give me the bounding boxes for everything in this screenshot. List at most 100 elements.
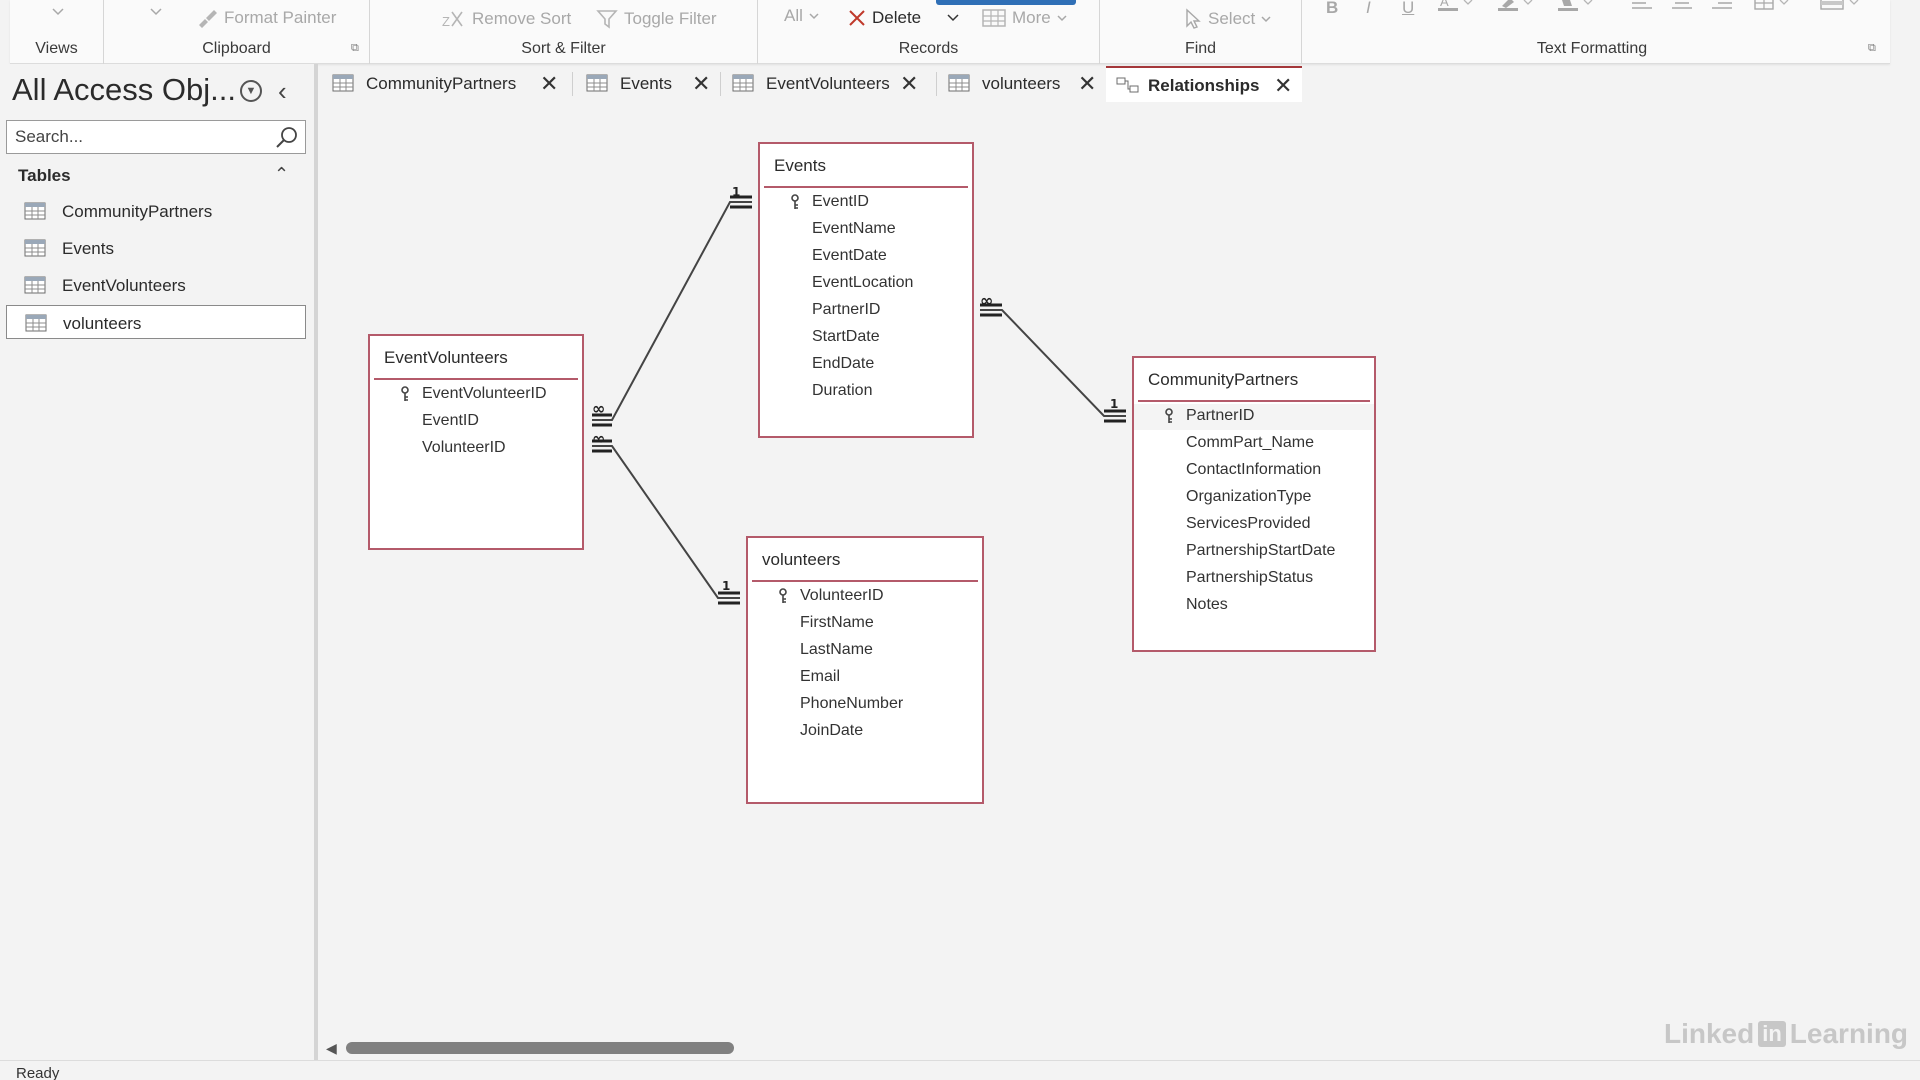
tab-volunteers[interactable]: volunteers ✕ bbox=[938, 66, 1106, 102]
tab-separator bbox=[720, 72, 721, 96]
primary-key-icon bbox=[791, 194, 799, 209]
many-label: ∞ bbox=[592, 399, 605, 418]
select-dropdown[interactable]: Select bbox=[1184, 8, 1271, 30]
scroll-left-arrow-icon[interactable]: ◀ bbox=[326, 1040, 337, 1056]
bold-button[interactable]: B bbox=[1326, 0, 1339, 17]
table-divider bbox=[1138, 400, 1370, 402]
field-name: ServicesProvided bbox=[1186, 515, 1311, 532]
field-row[interactable]: PartnerID bbox=[1134, 404, 1374, 430]
relationships-canvas[interactable]: ∞ 1 ∞ 1 ∞ 1 Events EventID EventName Eve… bbox=[322, 104, 1920, 1046]
relationship-eventvolunteers-events[interactable] bbox=[592, 195, 752, 427]
italic-button[interactable]: I bbox=[1366, 0, 1371, 17]
font-color-button[interactable]: A bbox=[1438, 0, 1478, 12]
toggle-filter-button[interactable]: Toggle Filter bbox=[596, 8, 717, 30]
tab-relationships[interactable]: Relationships ✕ bbox=[1106, 66, 1302, 102]
table-events[interactable]: Events EventID EventName EventDate Event… bbox=[758, 142, 974, 438]
field-row[interactable]: CommPart_Name bbox=[1134, 431, 1374, 457]
search-icon[interactable] bbox=[275, 125, 299, 149]
field-row[interactable]: ServicesProvided bbox=[1134, 512, 1374, 538]
format-painter-label: Format Painter bbox=[224, 8, 337, 27]
field-row[interactable]: EventID bbox=[760, 190, 972, 216]
nav-item-eventvolunteers[interactable]: EventVolunteers bbox=[6, 268, 306, 302]
field-row[interactable]: PartnershipStatus bbox=[1134, 566, 1374, 592]
field-row[interactable]: Email bbox=[748, 665, 982, 691]
field-name: VolunteerID bbox=[422, 439, 506, 456]
field-row[interactable]: Notes bbox=[1134, 593, 1374, 619]
field-name: PartnerID bbox=[812, 301, 881, 318]
field-row[interactable]: EventName bbox=[760, 217, 972, 243]
more-button[interactable]: More bbox=[982, 8, 1067, 28]
dialog-launcher-icon[interactable]: ⧉ bbox=[1868, 42, 1876, 54]
highlight-color-button[interactable] bbox=[1498, 0, 1538, 12]
field-row[interactable]: VolunteerID bbox=[748, 584, 982, 610]
gridlines-button[interactable] bbox=[1754, 0, 1794, 10]
field-name: EventDate bbox=[812, 247, 887, 264]
nav-pane-title[interactable]: All Access Obj... bbox=[12, 72, 236, 107]
nav-item-events[interactable]: Events bbox=[6, 231, 306, 265]
field-row[interactable]: PhoneNumber bbox=[748, 692, 982, 718]
align-right-button[interactable] bbox=[1712, 0, 1734, 10]
records-group-label: Records bbox=[898, 40, 959, 57]
views-dropdown[interactable] bbox=[52, 8, 64, 16]
table-eventvolunteers[interactable]: EventVolunteers EventVolunteerID EventID… bbox=[368, 334, 584, 550]
more-label: More bbox=[1012, 8, 1051, 27]
alternate-row-color-button[interactable] bbox=[1820, 0, 1864, 10]
field-row[interactable]: ContactInformation bbox=[1134, 458, 1374, 484]
search-placeholder: Search... bbox=[15, 127, 84, 146]
nav-item-communitypartners[interactable]: CommunityPartners bbox=[6, 194, 306, 228]
field-row[interactable]: Duration bbox=[760, 379, 972, 405]
relationship-events-communitypartners[interactable] bbox=[980, 303, 1126, 423]
paste-dropdown[interactable] bbox=[150, 8, 162, 16]
close-icon[interactable]: ✕ bbox=[1274, 73, 1293, 98]
refresh-all-dropdown[interactable]: All bbox=[784, 6, 819, 26]
field-row[interactable]: PartnerID bbox=[760, 298, 972, 324]
field-row[interactable]: EventLocation bbox=[760, 271, 972, 297]
one-label: 1 bbox=[732, 185, 740, 199]
chevron-up-icon[interactable]: ⌃ bbox=[274, 164, 290, 184]
tab-communitypartners[interactable]: CommunityPartners ✕ bbox=[322, 66, 566, 102]
field-row[interactable]: EventVolunteerID bbox=[370, 382, 582, 408]
field-row[interactable]: VolunteerID bbox=[370, 436, 582, 462]
relationship-eventvolunteers-volunteers[interactable] bbox=[592, 439, 740, 605]
close-icon[interactable]: ✕ bbox=[1078, 71, 1097, 96]
tab-eventvolunteers[interactable]: EventVolunteers ✕ bbox=[722, 66, 918, 102]
field-row[interactable]: EventDate bbox=[760, 244, 972, 270]
field-name: Notes bbox=[1186, 596, 1228, 613]
font-color-icon: A bbox=[1438, 0, 1473, 11]
table-communitypartners[interactable]: CommunityPartners PartnerID CommPart_Nam… bbox=[1132, 356, 1376, 652]
fill-color-button[interactable] bbox=[1558, 0, 1598, 12]
field-row[interactable]: OrganizationType bbox=[1134, 485, 1374, 511]
scrollbar-thumb[interactable] bbox=[346, 1042, 734, 1054]
close-icon[interactable]: ✕ bbox=[900, 71, 919, 96]
delete-button[interactable]: Delete bbox=[848, 8, 959, 28]
remove-sort-icon: Z bbox=[442, 11, 463, 29]
table-volunteers[interactable]: volunteers VolunteerID FirstName LastNam… bbox=[746, 536, 984, 804]
field-row[interactable]: LastName bbox=[748, 638, 982, 664]
field-row[interactable]: StartDate bbox=[760, 325, 972, 351]
close-icon[interactable]: ✕ bbox=[692, 71, 711, 96]
sort-filter-group-label: Sort & Filter bbox=[521, 40, 606, 57]
remove-sort-button[interactable]: Z Remove Sort bbox=[442, 8, 571, 30]
close-icon[interactable]: ✕ bbox=[540, 71, 559, 96]
records-group: All Delete More Records bbox=[758, 0, 1100, 64]
field-row[interactable]: PartnershipStartDate bbox=[1134, 539, 1374, 565]
horizontal-scrollbar[interactable]: ◀ bbox=[322, 1040, 1920, 1056]
ribbon: Views Format Painter Clipboard ⧉ Z Remov… bbox=[0, 0, 1920, 64]
nav-item-volunteers[interactable]: volunteers bbox=[6, 305, 306, 339]
field-row[interactable]: EndDate bbox=[760, 352, 972, 378]
format-painter-button[interactable]: Format Painter bbox=[196, 8, 336, 28]
field-name: PartnershipStatus bbox=[1186, 569, 1314, 586]
align-left-button[interactable] bbox=[1632, 0, 1654, 10]
field-name: PartnerID bbox=[1186, 407, 1255, 424]
collapse-pane-icon[interactable]: ‹ bbox=[278, 76, 287, 106]
tables-section-header[interactable]: Tables ⌃ bbox=[0, 160, 310, 192]
field-row[interactable]: FirstName bbox=[748, 611, 982, 637]
nav-menu-chevron-icon[interactable]: ▼ bbox=[240, 80, 262, 102]
align-center-button[interactable] bbox=[1672, 0, 1694, 10]
search-input[interactable]: Search... bbox=[6, 120, 306, 154]
field-row[interactable]: EventID bbox=[370, 409, 582, 435]
underline-button[interactable]: U bbox=[1402, 0, 1415, 17]
field-row[interactable]: JoinDate bbox=[748, 719, 982, 745]
tab-events[interactable]: Events ✕ bbox=[576, 66, 718, 102]
dialog-launcher-icon[interactable]: ⧉ bbox=[351, 42, 359, 54]
